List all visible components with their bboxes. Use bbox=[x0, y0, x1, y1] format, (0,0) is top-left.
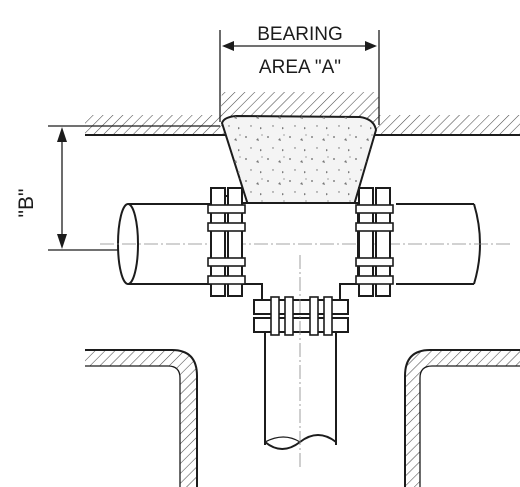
right-vault-wall bbox=[404, 349, 520, 487]
branch-pipe bbox=[264, 255, 337, 470]
depth-dimension: "B" bbox=[15, 125, 220, 251]
bearing-label-line1: BEARING bbox=[257, 24, 343, 45]
bearing-area-dimension: BEARING AREA "A" bbox=[219, 24, 380, 125]
left-flange-joint bbox=[207, 187, 246, 297]
right-flange-joint bbox=[355, 187, 394, 297]
depth-label: "B" bbox=[15, 189, 38, 218]
branch-flange-joint bbox=[253, 296, 349, 336]
main-pipe bbox=[100, 202, 510, 301]
bearing-label-line2: AREA "A" bbox=[259, 57, 341, 78]
left-vault-wall bbox=[85, 349, 198, 487]
